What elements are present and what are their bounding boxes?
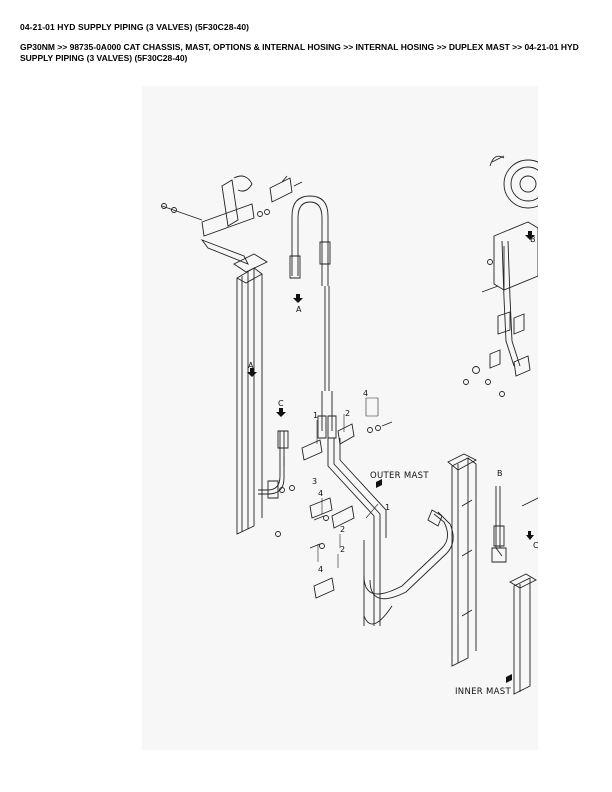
arrow-marker-inner-mast [506, 674, 512, 683]
left-hose-run [258, 430, 289, 499]
outer-mast-hoses [363, 509, 454, 625]
ref-label-c-right: C [533, 541, 538, 550]
callout-4-low: 4 [318, 565, 323, 574]
arrow-marker-b-top [525, 231, 535, 240]
breadcrumb: GP30NM >> 98735-0A000 CAT CHASSIS, MAST,… [20, 42, 579, 63]
hose-loop [289, 195, 331, 391]
callout-4-top: 4 [363, 389, 368, 398]
callout-leaders [283, 397, 379, 568]
ref-label-a-top: A [296, 305, 302, 314]
arrow-marker-c-right [526, 531, 534, 540]
inner-mast-label: INNER MAST [455, 687, 511, 697]
outer-mast-label: OUTER MAST [370, 471, 429, 481]
outer-mast-rail-left [233, 253, 268, 535]
callout-2-low: 2 [340, 545, 345, 554]
parts-diagram: A A C B B C 1 2 4 3 1 4 2 2 4 OUTER MAST… [142, 86, 538, 750]
ref-label-c: C [278, 399, 284, 408]
fasteners [275, 285, 499, 549]
valve-fittings [301, 391, 355, 599]
arrow-marker-a-rail [247, 368, 257, 377]
ref-label-b-inner: B [497, 469, 503, 478]
callout-2-top: 2 [345, 409, 350, 418]
callout-4-mid: 4 [318, 489, 323, 498]
arrow-marker-c [276, 408, 286, 417]
top-left-bracket [161, 175, 303, 265]
sheave-assembly [489, 155, 538, 377]
arrow-marker-outer-mast [376, 479, 382, 488]
exploded-view-drawing: A A C B B C 1 2 4 3 1 4 2 2 4 OUTER MAST… [161, 155, 538, 697]
ref-label-a-rail: A [248, 361, 254, 370]
ref-label-b-top: B [530, 235, 536, 244]
arrow-marker-a-top [293, 294, 303, 303]
supply-pipes [327, 438, 387, 626]
inner-mast-rail [447, 453, 537, 695]
inner-hoses [491, 486, 538, 563]
callout-1-mid: 1 [385, 503, 390, 512]
callout-2-mid: 2 [340, 525, 345, 534]
page-title: 04-21-01 HYD SUPPLY PIPING (3 VALVES) (5… [20, 22, 250, 32]
callout-1-top: 1 [313, 411, 318, 420]
callout-3: 3 [312, 477, 317, 486]
